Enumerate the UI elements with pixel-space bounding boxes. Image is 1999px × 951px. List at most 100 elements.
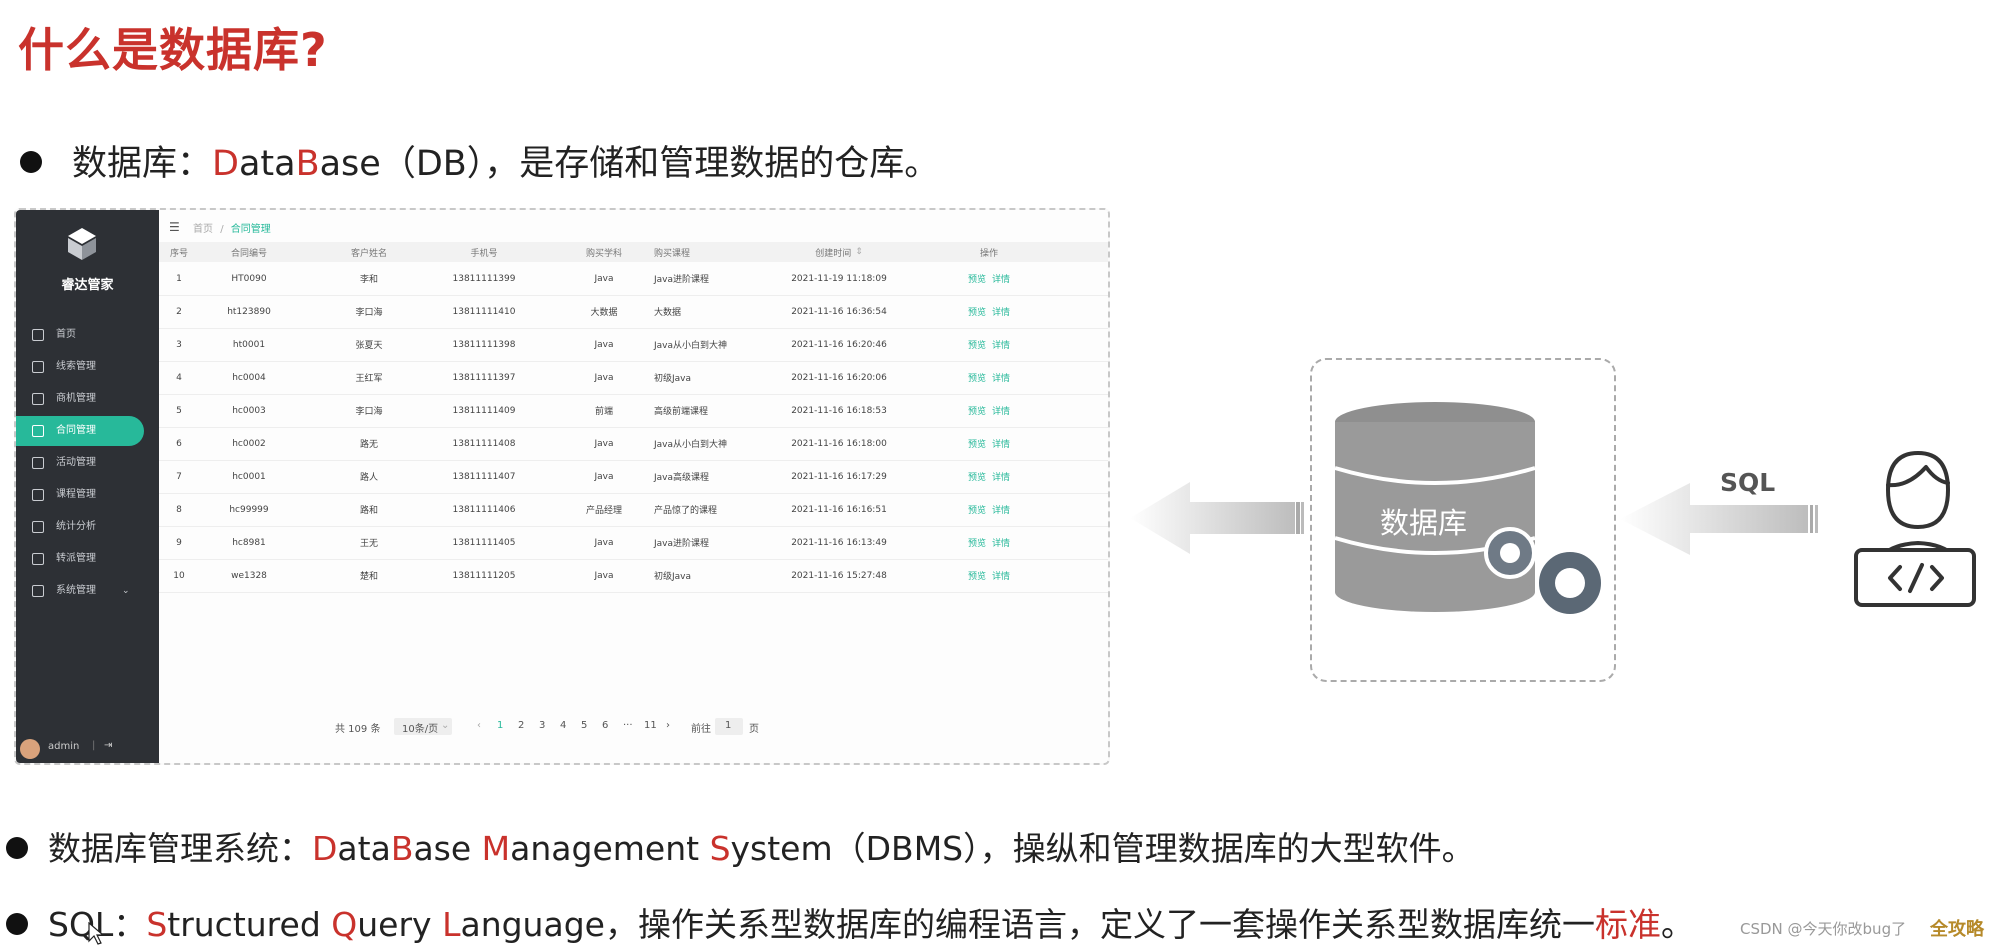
preview-link[interactable]: 预览 [967, 473, 986, 483]
table-cell-phone: 13811111408 [452, 438, 516, 449]
table-cell-phone: 13811111410 [452, 306, 516, 317]
sidebar-item-label: 首页 [56, 329, 76, 340]
detail-link[interactable]: 详情 [992, 407, 1011, 417]
preview-link[interactable]: 预览 [967, 374, 986, 384]
sidebar-item-label: 系统管理 [56, 585, 96, 596]
page-number[interactable]: 1 [497, 720, 504, 731]
breadcrumb-home[interactable]: 首页 [193, 224, 213, 235]
sidebar-item-home[interactable]: 首页 [16, 320, 159, 350]
preview-link[interactable]: 预览 [967, 506, 986, 516]
sidebar-item-opportunities[interactable]: 商机管理 [16, 384, 159, 414]
table-cell-operation: 预览详情 [939, 460, 1039, 493]
logout-icon[interactable]: ⇥ [104, 740, 113, 751]
detail-link[interactable]: 详情 [992, 275, 1011, 285]
preview-link[interactable]: 预览 [967, 572, 986, 582]
detail-link[interactable]: 详情 [992, 473, 1011, 483]
page-number[interactable]: 4 [560, 720, 567, 731]
page-number[interactable]: 5 [581, 720, 588, 731]
column-header-subject: 购买学科 [585, 248, 622, 259]
table-cell-no: HT0090 [231, 273, 267, 284]
table-cell-no: hc0001 [232, 471, 266, 482]
column-header-customer: 客户姓名 [350, 248, 387, 259]
preview-link[interactable]: 预览 [967, 275, 986, 285]
table-cell-phone: 13811111398 [452, 339, 516, 350]
table-cell-phone: 13811111205 [452, 570, 516, 581]
table-cell-name: 张夏天 [355, 341, 383, 351]
prev-page-icon[interactable]: ‹ [477, 720, 481, 731]
gear-icon [1484, 527, 1605, 618]
table-cell-time: 2021-11-16 16:20:46 [791, 339, 887, 350]
next-page-icon[interactable]: › [666, 720, 670, 731]
preview-link[interactable]: 预览 [967, 341, 986, 351]
bullet-text: ase [319, 144, 381, 184]
page-number[interactable]: ··· [623, 720, 633, 731]
detail-link[interactable]: 详情 [992, 341, 1011, 351]
bullet-text: tructured [167, 905, 332, 944]
sidebar-item-label: 商机管理 [56, 393, 96, 404]
sidebar-item-activities[interactable]: 活动管理 [16, 448, 159, 478]
detail-link[interactable]: 详情 [992, 506, 1011, 516]
course-icon [32, 489, 44, 501]
preview-link[interactable]: 预览 [967, 440, 986, 450]
sidebar-item-system[interactable]: 系统管理⌄ [16, 576, 159, 606]
column-header-time[interactable]: 创建时间⇕ [759, 242, 919, 262]
page-number[interactable]: 3 [539, 720, 546, 731]
page-number[interactable]: 2 [518, 720, 525, 731]
table-cell-time: 2021-11-16 15:27:48 [791, 570, 887, 581]
page-size-select[interactable] [394, 718, 452, 735]
sidebar-item-statistics[interactable]: 统计分析 [16, 512, 159, 542]
table-cell-course: Java进阶课程 [654, 539, 710, 549]
table-cell-phone: 13811111405 [452, 537, 516, 548]
sidebar-item-transfer[interactable]: 转派管理 [16, 544, 159, 574]
detail-link[interactable]: 详情 [992, 308, 1011, 318]
preview-link[interactable]: 预览 [967, 407, 986, 417]
table-cell-no: hc99999 [229, 504, 269, 515]
sidebar-item-clues[interactable]: 线索管理 [16, 352, 159, 382]
detail-link[interactable]: 详情 [992, 440, 1011, 450]
preview-link[interactable]: 预览 [967, 539, 986, 549]
highlight-letter: B [390, 829, 414, 868]
highlight-letter: Q [331, 905, 358, 944]
table-cell-course: Java进阶课程 [654, 275, 710, 285]
sidebar-item-contracts[interactable]: 合同管理 [16, 416, 144, 446]
page-number[interactable]: 6 [602, 720, 609, 731]
table-cell-phone: 13811111406 [452, 504, 516, 515]
table-cell-course: Java从小白到大神 [654, 440, 728, 450]
sidebar-item-courses[interactable]: 课程管理 [16, 480, 159, 510]
table-cell-operation: 预览详情 [939, 394, 1039, 427]
table-cell-phone: 13811111397 [452, 372, 516, 383]
contract-icon [32, 425, 44, 437]
highlight-letter: S [709, 829, 731, 868]
sidebar-item-label: 转派管理 [56, 553, 96, 564]
detail-link[interactable]: 详情 [992, 374, 1011, 384]
database-icon [1334, 402, 1605, 618]
sort-icon[interactable]: ⇕ [855, 247, 863, 257]
page-size-value: 10条/页 [402, 724, 439, 735]
highlight-letter: B [295, 144, 320, 184]
bullet-database: 数据库：DataBase（DB），是存储和管理数据的仓库。 [20, 135, 939, 186]
preview-link[interactable]: 预览 [967, 308, 986, 318]
menu-toggle-icon[interactable]: ☰ [169, 220, 180, 234]
table-cell-course: 大数据 [654, 308, 682, 318]
detail-link[interactable]: 详情 [992, 572, 1011, 582]
table-cell-phone: 13811111409 [452, 405, 516, 416]
table-cell-time: 2021-11-16 16:20:06 [791, 372, 887, 383]
page-number[interactable]: 11 [644, 720, 657, 731]
breadcrumb-separator: / [220, 224, 224, 235]
table-cell-course: Java高级课程 [654, 473, 710, 483]
table-cell-no: hc0004 [232, 372, 266, 383]
table-cell-subject: Java [594, 339, 614, 350]
table-cell-operation: 预览详情 [939, 262, 1039, 295]
avatar[interactable] [20, 739, 40, 759]
table-cell-name: 王红军 [355, 374, 383, 384]
goto-input[interactable] [715, 718, 743, 735]
detail-link[interactable]: 详情 [992, 539, 1011, 549]
home-icon [32, 329, 44, 341]
table-cell-time: 2021-11-19 11:18:09 [791, 273, 887, 284]
table-cell-seq: 3 [176, 339, 182, 350]
table-cell-seq: 7 [176, 471, 182, 482]
